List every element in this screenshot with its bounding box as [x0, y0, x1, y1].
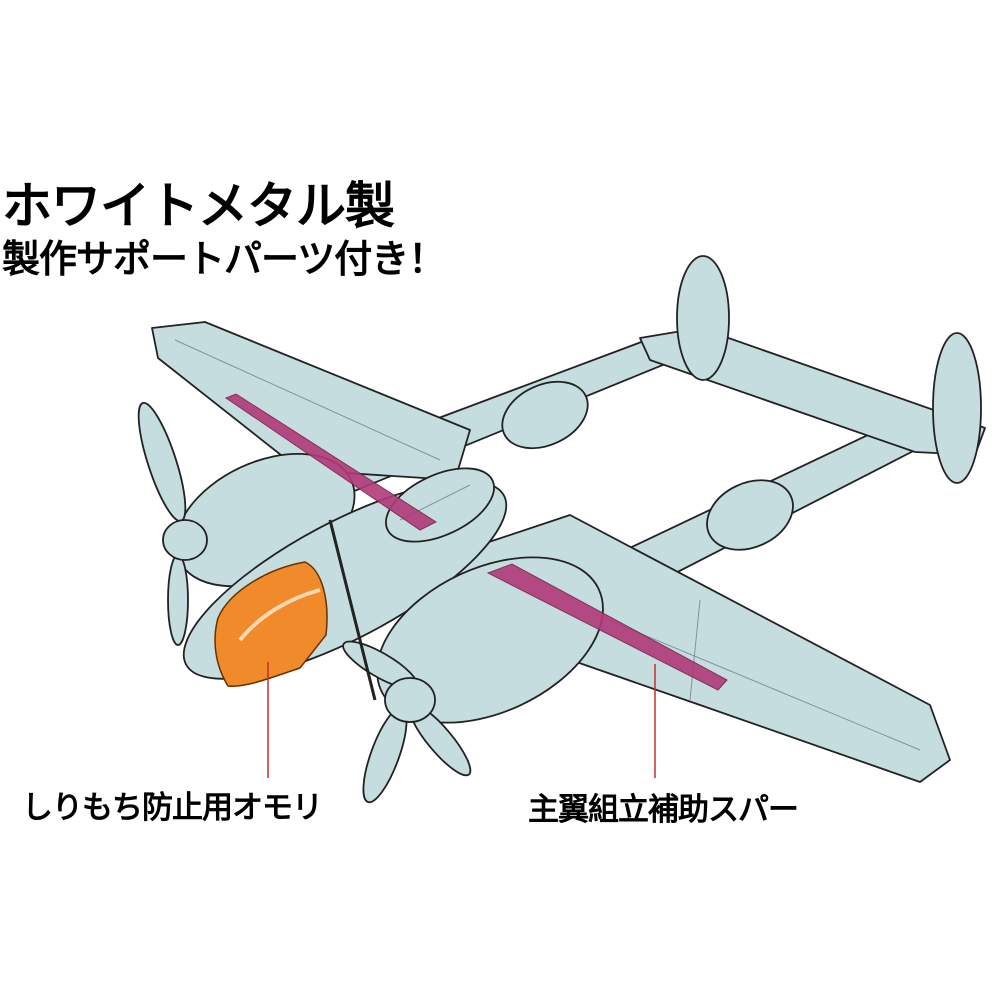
left-vertical-fin [676, 255, 730, 381]
left-spinner [162, 519, 208, 561]
left-propeller-blade [137, 401, 187, 523]
right-spinner [384, 677, 436, 723]
weight-callout-label: しりもち防止用オモリ [22, 790, 323, 826]
right-vertical-fin [932, 332, 982, 484]
spar-callout-label: 主翼組立補助スパー [528, 792, 799, 828]
right-wing-spar [486, 563, 728, 691]
left-propeller-blade [167, 554, 189, 646]
headline-line-2: 製作サポートパーツ付き！ [2, 237, 446, 281]
headline-line-1: ホワイトメタル製 [2, 177, 395, 235]
left-wing-spar [224, 393, 438, 531]
nose-weight [214, 561, 328, 687]
